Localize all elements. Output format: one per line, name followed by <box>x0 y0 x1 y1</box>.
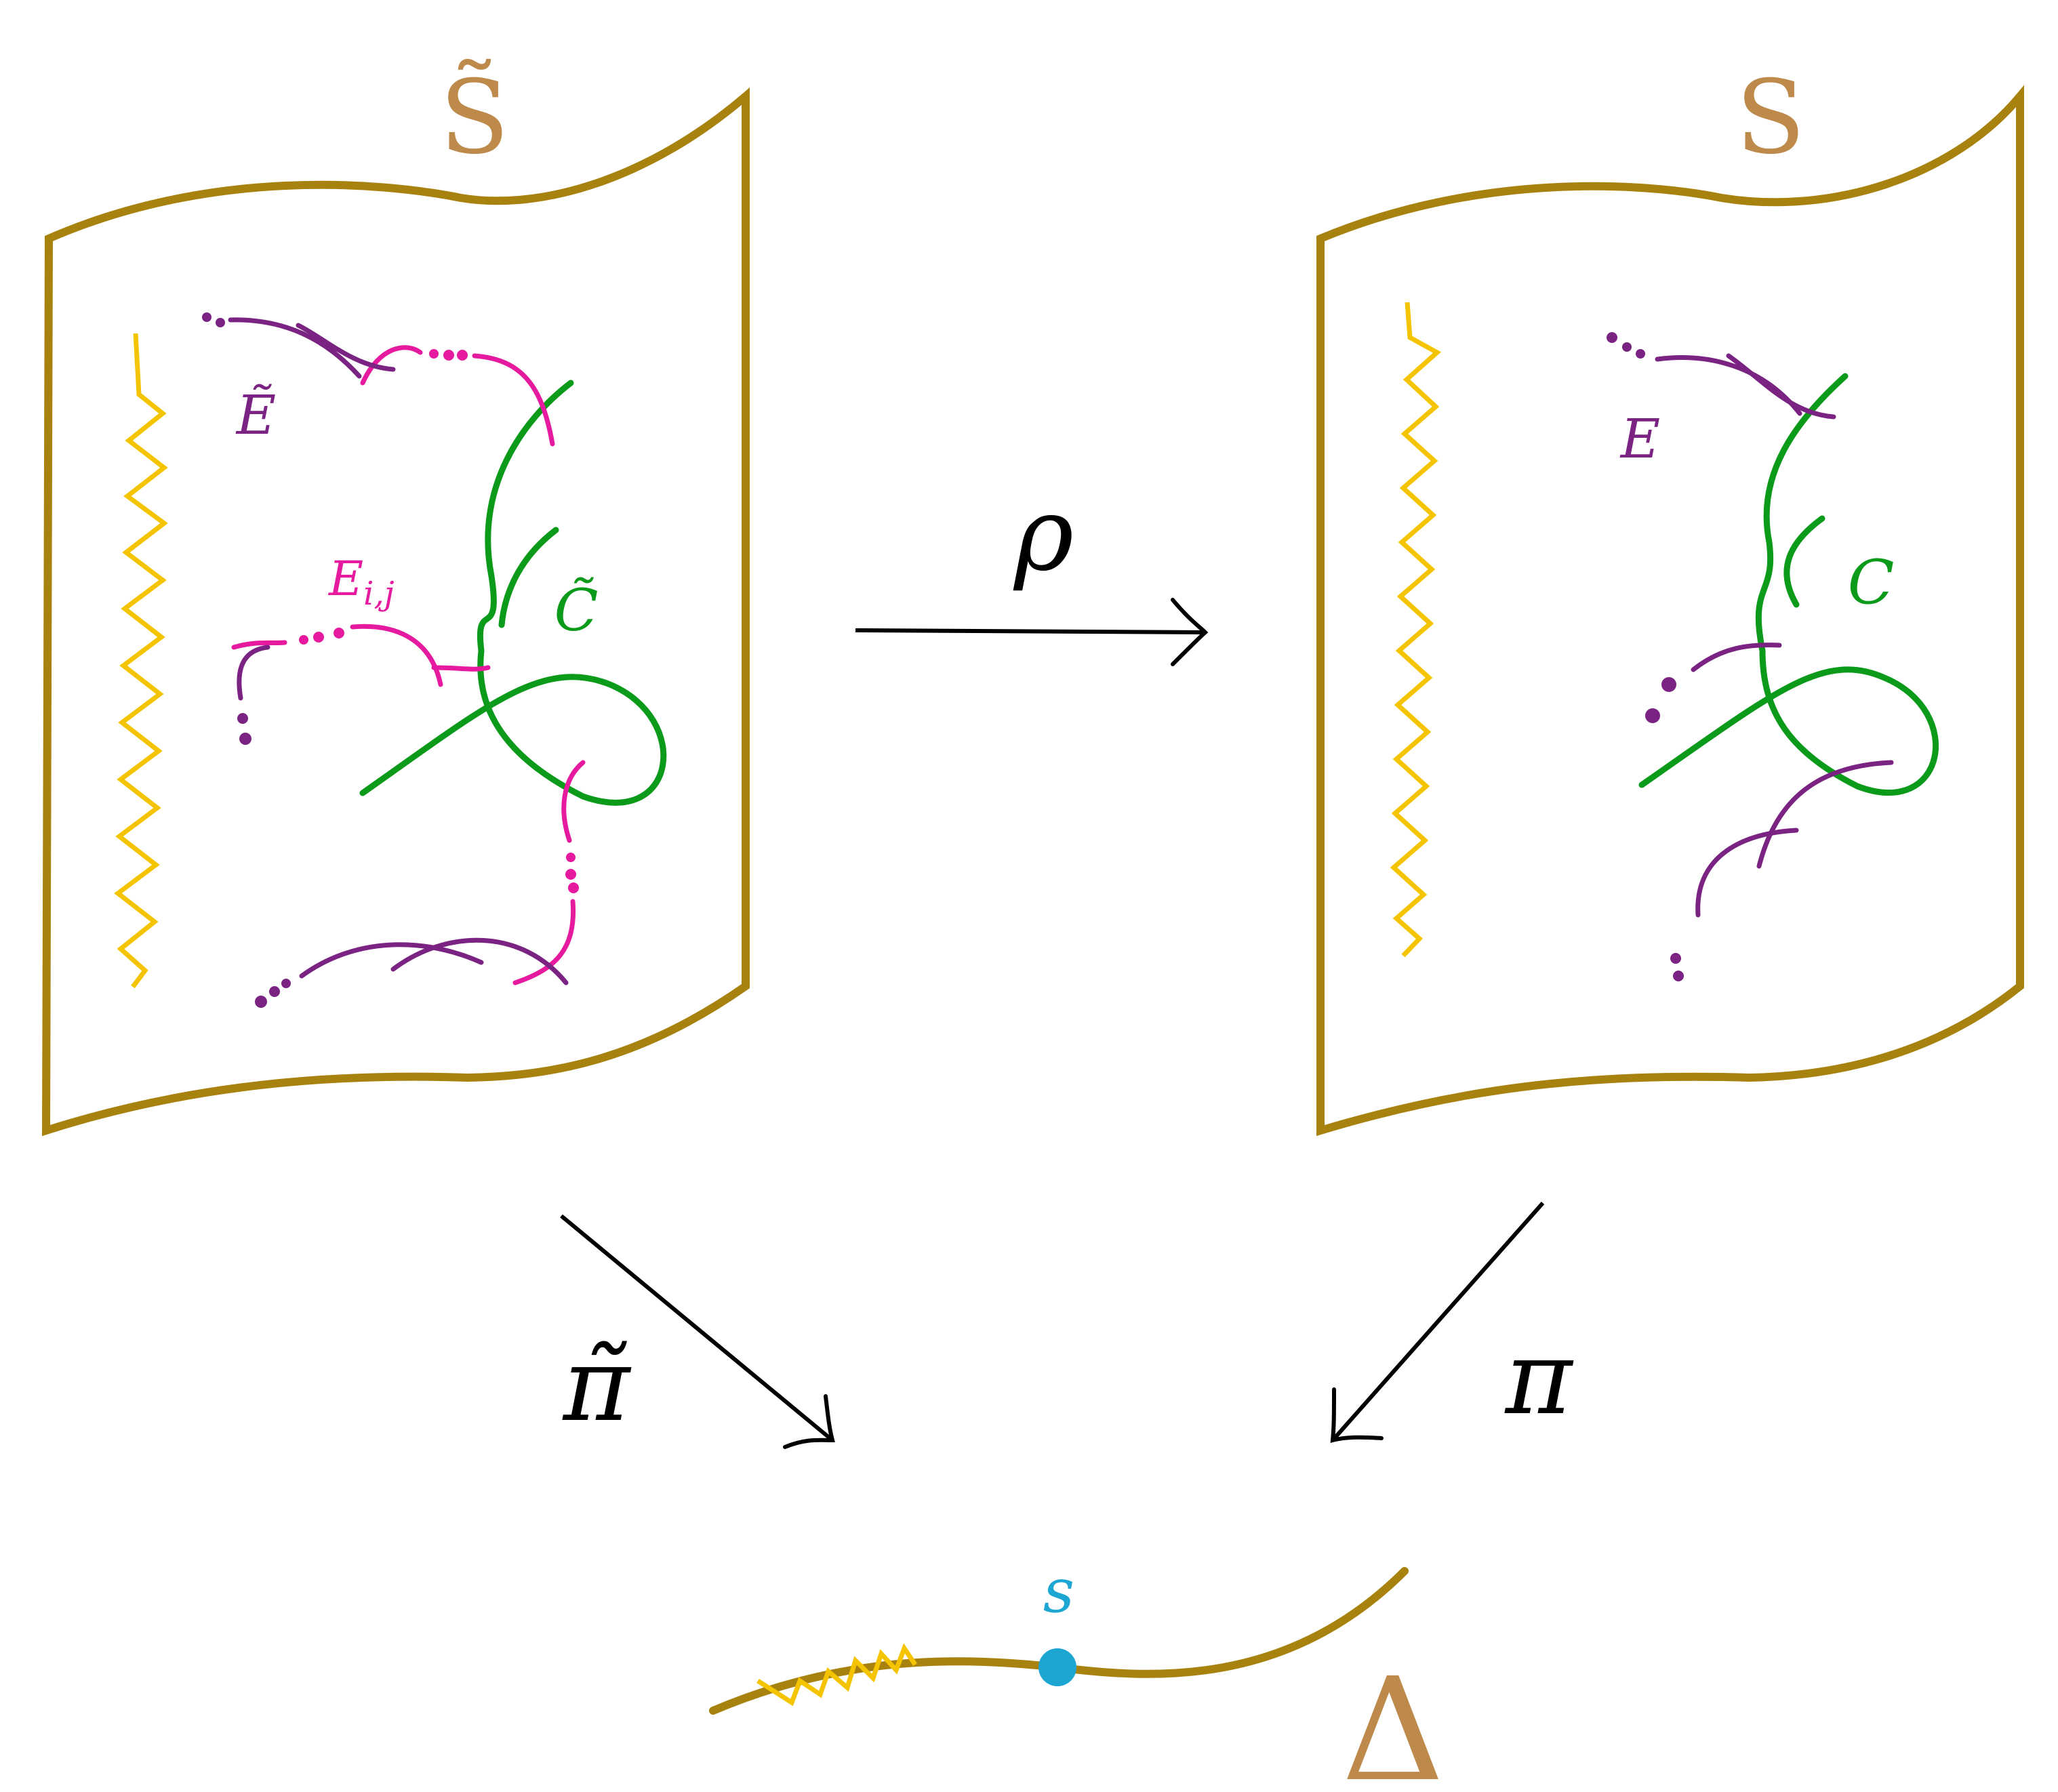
purple-dot <box>281 979 291 988</box>
left-magenta-arc-mid-right <box>350 624 443 687</box>
right-surface-label: S <box>1736 59 1806 177</box>
right-purple-curve-top-cross <box>1726 353 1836 420</box>
left-magenta-arc-top <box>360 345 423 386</box>
purple-dot <box>1645 708 1660 723</box>
purple-dot <box>237 713 248 724</box>
purple-dot <box>269 986 280 997</box>
E-ij-subscript: i,j <box>363 575 395 613</box>
left-purple-curve-top <box>228 317 362 379</box>
magenta-dot <box>313 632 324 643</box>
magenta-dot <box>565 869 576 880</box>
left-surface-outline <box>41 87 750 1137</box>
right-purple-curve-top <box>1655 355 1802 416</box>
E-ij-base: E <box>327 551 363 607</box>
right-surface: S E C <box>1316 59 2024 1137</box>
arrow-pi-shaft <box>1331 1202 1545 1442</box>
purple-dot <box>1607 332 1617 343</box>
purple-dot <box>1636 349 1645 359</box>
left-magenta-arc-bottom <box>512 899 576 985</box>
left-purple-dots <box>202 312 291 1008</box>
delta-label: Δ <box>1341 1647 1445 1792</box>
arrow-rho: ρ <box>855 476 1209 666</box>
left-surface: S̃ Ẽ C̃ Ei,j <box>41 59 750 1137</box>
pi-tilde-label: π̃ <box>562 1326 632 1444</box>
open-chevron-arrowhead-icon <box>1330 1387 1384 1443</box>
right-purple-curve-low-2 <box>1756 760 1894 869</box>
purple-dot <box>1661 677 1676 692</box>
right-purple-curve-mid <box>1691 643 1782 672</box>
open-chevron-arrowhead-icon <box>783 1394 835 1449</box>
left-purple-curve-top-cross <box>296 323 396 372</box>
right-purple-dots <box>1607 332 1684 981</box>
point-s-label: s <box>1043 1555 1074 1627</box>
purple-dot <box>255 996 267 1008</box>
left-yellow-singular-curve <box>114 333 168 989</box>
left-green-curve-C <box>359 380 667 806</box>
pi-label: π <box>1504 1320 1574 1438</box>
arrow-rho-shaft <box>855 628 1206 634</box>
right-curve-label: C <box>1848 547 1895 618</box>
purple-dot <box>239 733 251 745</box>
arrow-pi-tilde: π̃ <box>560 1214 835 1449</box>
purple-dot <box>1670 953 1681 964</box>
right-green-curve-C <box>1638 373 1939 796</box>
magenta-dot <box>334 628 344 638</box>
left-purple-curve-mid <box>237 645 270 701</box>
right-surface-outline <box>1316 85 2024 1137</box>
magenta-dot <box>429 349 439 359</box>
point-s <box>1038 1648 1076 1686</box>
purple-dot <box>202 312 211 322</box>
open-chevron-arrowhead-icon <box>1171 598 1209 666</box>
magenta-dot <box>457 350 468 361</box>
purple-dot <box>216 318 225 327</box>
left-magenta-arc-right-low <box>561 760 586 843</box>
left-magenta-arc-mid <box>231 640 287 650</box>
E-ij-label: Ei,j <box>327 551 395 613</box>
left-green-branch <box>498 527 559 628</box>
right-yellow-singular-curve <box>1390 302 1442 958</box>
left-magenta-arc-top-right <box>472 353 555 447</box>
right-purple-curve-low <box>1695 828 1799 918</box>
arrow-pi-tilde-shaft <box>560 1214 834 1442</box>
base-yellow-singular-part <box>756 1643 917 1707</box>
right-green-branch <box>1783 515 1825 608</box>
magenta-dot <box>443 350 454 361</box>
left-exceptional-label: Ẽ <box>235 384 276 447</box>
magenta-dot <box>299 635 308 645</box>
left-magenta-arc-mid-low <box>431 665 491 672</box>
left-purple-curve-bottom-2 <box>390 937 569 985</box>
left-magenta-dots <box>299 349 579 893</box>
left-purple-curve-bottom <box>299 942 484 979</box>
purple-dot <box>1673 971 1684 981</box>
right-exceptional-label: E <box>1619 407 1660 470</box>
left-curve-label: C̃ <box>554 577 598 645</box>
magenta-dot <box>566 853 576 862</box>
rho-label: ρ <box>1013 476 1074 594</box>
purple-dot <box>1622 342 1632 352</box>
arrow-pi: π <box>1330 1202 1574 1443</box>
left-surface-label: S̃ <box>440 59 510 177</box>
magenta-dot <box>568 882 579 893</box>
base-curve: s Δ <box>709 1555 1445 1792</box>
